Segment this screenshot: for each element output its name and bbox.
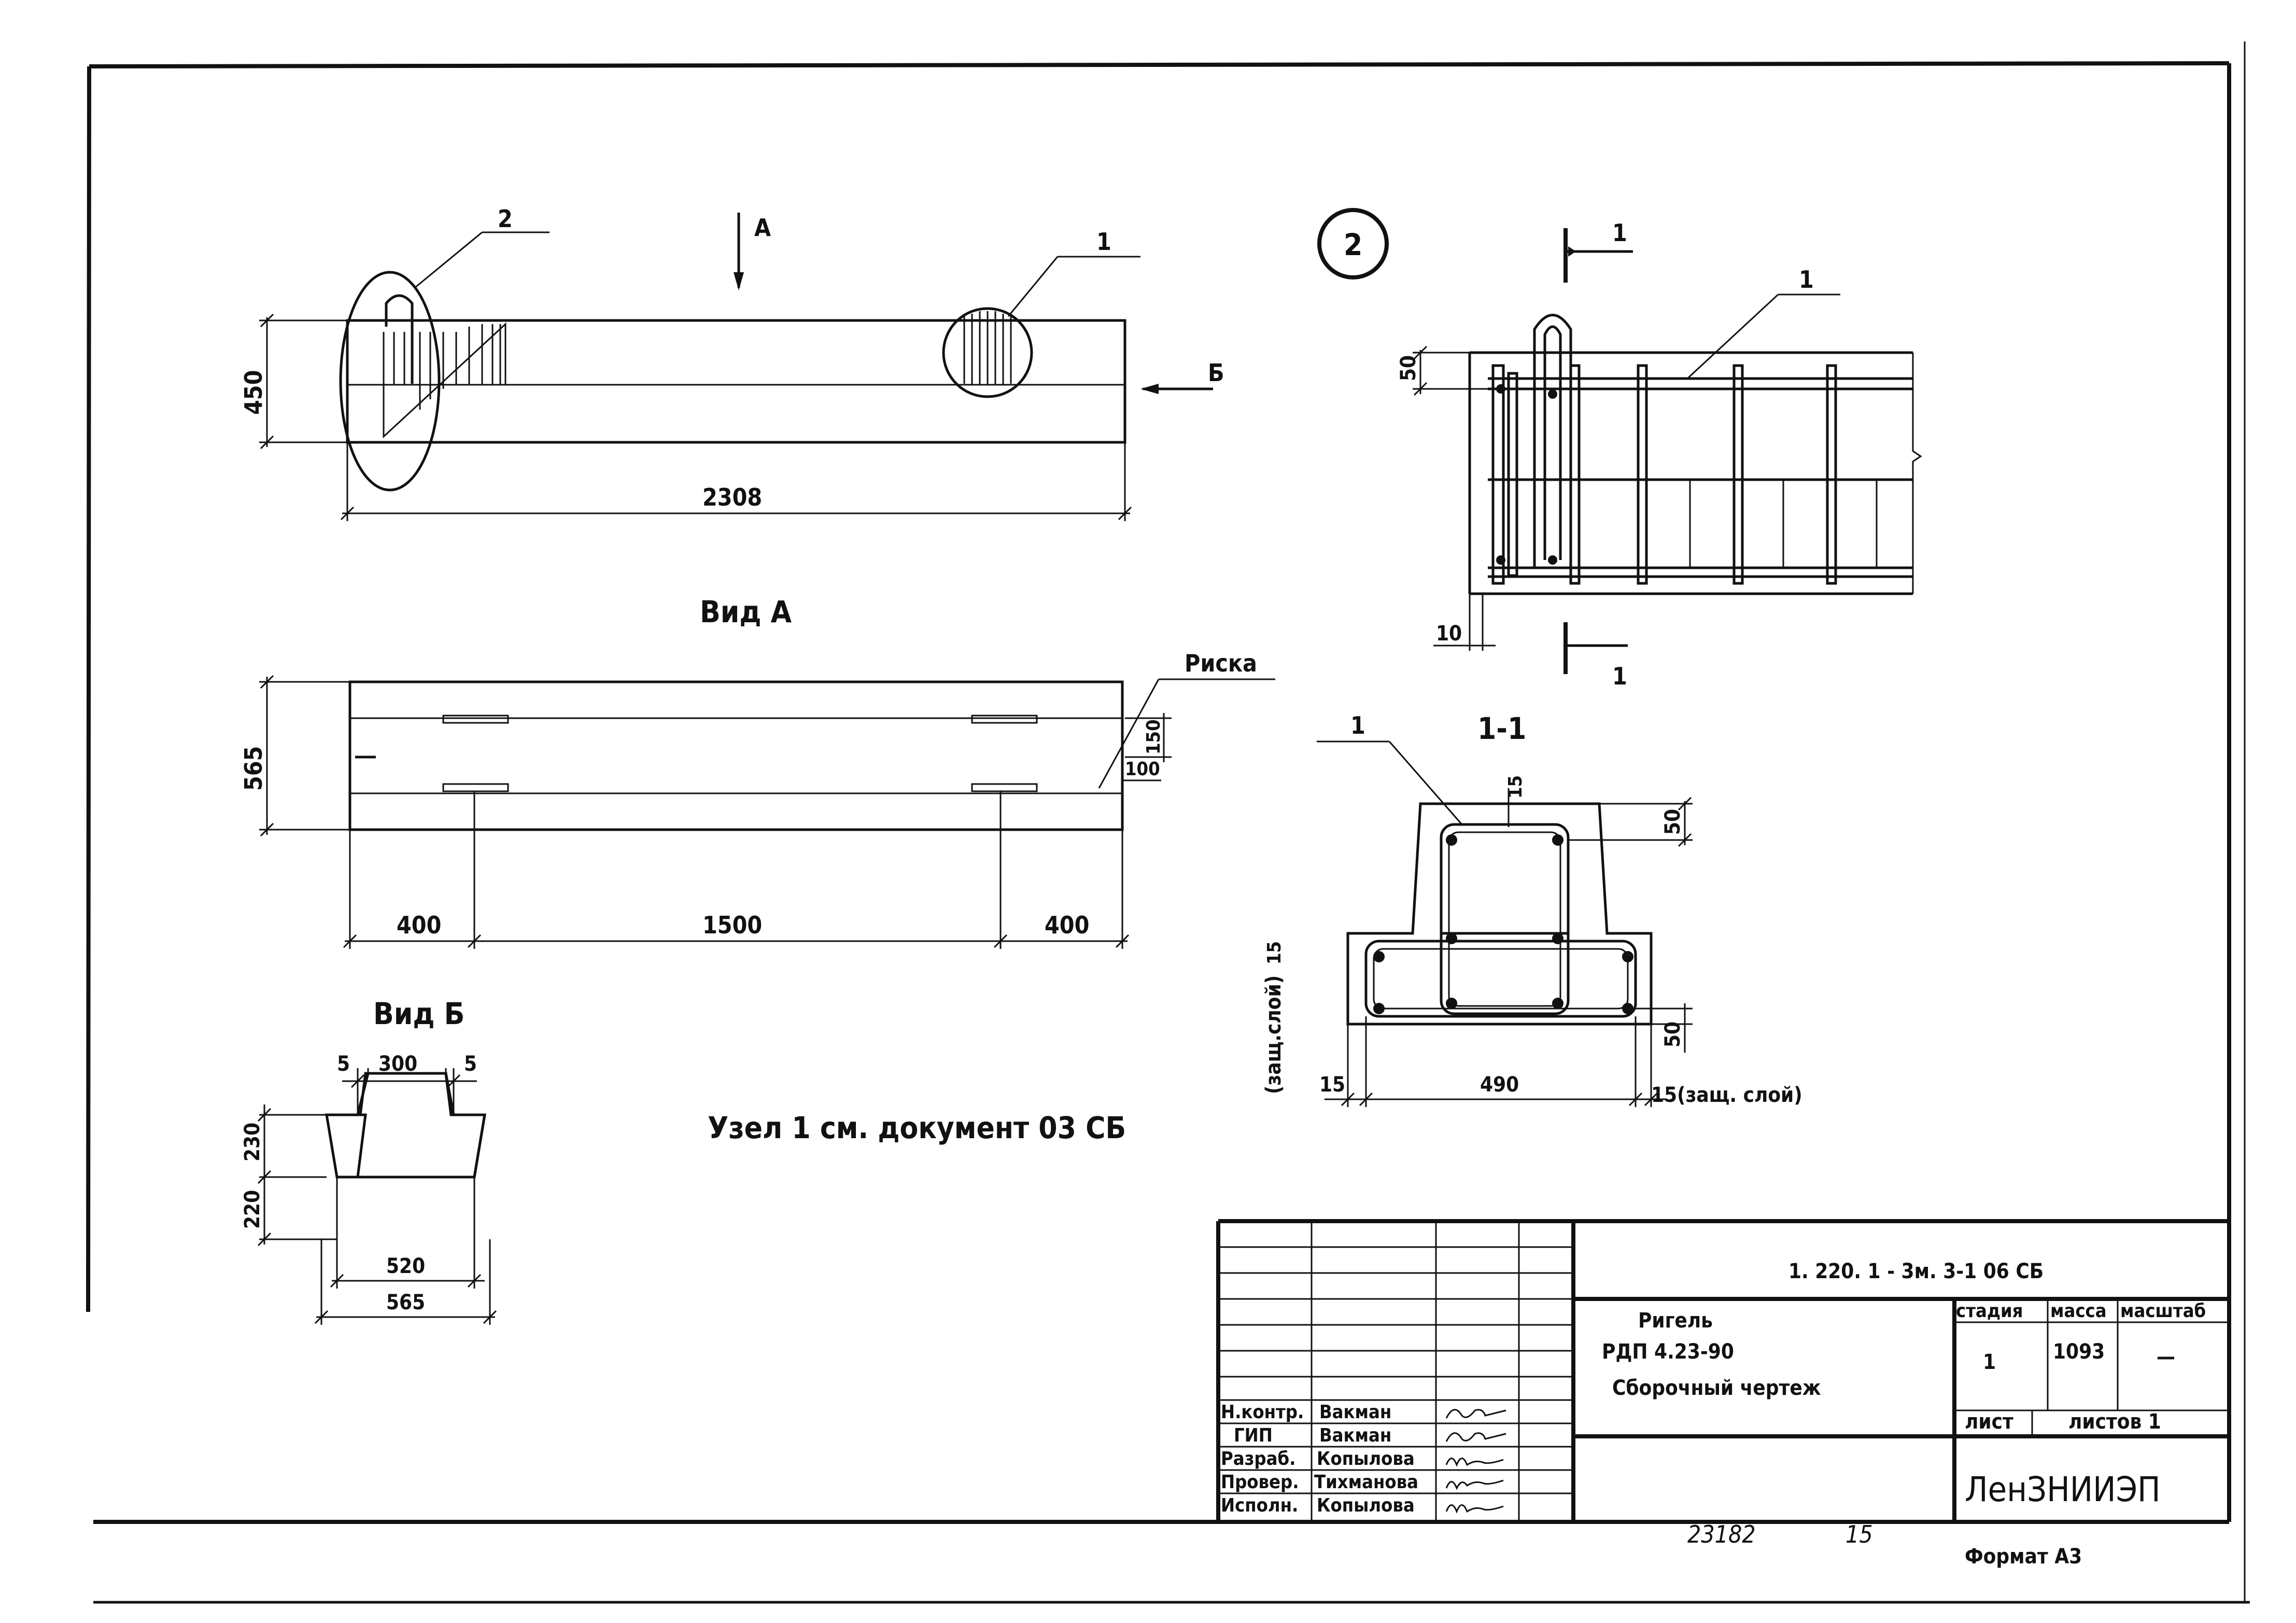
col-stage: стадия — [1956, 1300, 2023, 1322]
dim-400-right: 400 — [1045, 911, 1089, 939]
dim-490: 490 — [1480, 1073, 1519, 1097]
node-note: Узел 1 см. документ 03 СБ — [708, 1110, 1126, 1145]
dim-230: 230 — [241, 1123, 264, 1162]
main-view: 2 1 A Б 450 2308 — [240, 205, 1224, 521]
signatures — [1445, 1409, 1506, 1514]
section-leader-1: 1 — [1350, 711, 1365, 739]
name-1: Вакман — [1319, 1402, 1391, 1423]
dim-5-left: 5 — [337, 1052, 350, 1076]
arrow-b-label: Б — [1208, 359, 1224, 387]
dim-150: 150 — [1143, 719, 1164, 754]
sheets-label: листов 1 — [2068, 1410, 2161, 1434]
dim-50-top: 50 — [1661, 809, 1685, 835]
role-3: Разраб. — [1221, 1448, 1295, 1470]
section-mark-bottom: 1 — [1612, 662, 1627, 690]
footer-page: 15 — [1846, 1520, 1873, 1548]
stage-value: 1 — [1983, 1350, 1996, 1374]
footer: 23182 15 Формат А3 — [1687, 1520, 2082, 1569]
riska-label: Риска — [1185, 649, 1257, 677]
dim-100: 100 — [1125, 759, 1160, 780]
section-mark-top: 1 — [1612, 219, 1627, 247]
dim-50-bottom: 50 — [1661, 1022, 1685, 1047]
cover-label-right: (защ. слой) — [1677, 1083, 1802, 1107]
view-b: Вид Б 5 300 5 230 220 520 — [241, 996, 497, 1325]
detail-2-circle-label: 2 — [1344, 227, 1362, 262]
view-b-title: Вид Б — [373, 996, 464, 1031]
dim-15-right: 15 — [1651, 1083, 1677, 1107]
detail-2: 2 1 1 1 — [1317, 208, 1922, 690]
arrow-a-label: A — [754, 214, 771, 242]
role-5: Исполн. — [1221, 1495, 1298, 1516]
leader-2-label: 2 — [498, 205, 513, 233]
dim-400-left: 400 — [397, 911, 441, 939]
dim-5-right: 5 — [464, 1052, 477, 1076]
col-mass: масса — [2050, 1300, 2107, 1322]
name-2: Вакман — [1319, 1425, 1391, 1446]
dim-15-cover-vert: 15 — [1264, 941, 1285, 964]
role-4: Провер. — [1221, 1472, 1299, 1493]
name-3: Копылова — [1317, 1448, 1415, 1470]
scale-value: — — [2157, 1345, 2175, 1369]
name-5: Копылова — [1317, 1495, 1415, 1516]
dim-2308: 2308 — [702, 483, 762, 511]
doc-code: 1. 220. 1 - 3м. 3-1 06 СБ — [1788, 1260, 2044, 1283]
title-name-line1: Ригель — [1638, 1309, 1713, 1333]
role-2: ГИП — [1234, 1425, 1273, 1446]
leader-1-label: 1 — [1096, 228, 1111, 256]
section-1-1: 1-1 1 15 50 50 15 — [1262, 711, 1802, 1107]
role-1: Н.контр. — [1221, 1402, 1304, 1423]
dim-300: 300 — [378, 1052, 417, 1076]
sheet-frame — [86, 41, 2250, 1604]
section-1-1-title: 1-1 — [1477, 711, 1526, 746]
view-a-title: Вид А — [700, 594, 792, 629]
sheet-label: лист — [1965, 1410, 2013, 1434]
name-4: Тихманова — [1314, 1472, 1418, 1493]
mass-value: 1093 — [2053, 1340, 2105, 1364]
dim-220: 220 — [241, 1190, 264, 1229]
dim-450: 450 — [240, 370, 267, 415]
hatching-right — [963, 311, 1012, 385]
detail-2-dim-50: 50 — [1397, 355, 1420, 381]
dim-1500: 1500 — [702, 911, 762, 939]
footer-format: Формат А3 — [1965, 1545, 2082, 1569]
cover-label-vert: (защ.слой) — [1262, 975, 1286, 1094]
detail-2-leader-1: 1 — [1799, 265, 1814, 293]
dim-565: 565 — [240, 746, 267, 791]
hatching-left — [393, 324, 501, 410]
title-name-line2: РДП 4.23-90 — [1602, 1340, 1734, 1364]
title-block: 1. 220. 1 - 3м. 3-1 06 СБ Ригель РДП 4.2… — [1216, 1219, 2229, 1522]
title-name-line3: Сборочный чертеж — [1612, 1376, 1821, 1400]
dim-565-b: 565 — [386, 1291, 425, 1314]
dim-520: 520 — [386, 1254, 425, 1278]
footer-number: 23182 — [1687, 1520, 1756, 1548]
dim-15-left: 15 — [1319, 1073, 1345, 1097]
col-scale: масштаб — [2120, 1300, 2206, 1322]
organization: ЛенЗНИИЭП — [1965, 1470, 2161, 1509]
detail-2-dim-10: 10 — [1436, 622, 1462, 646]
dim-15-top: 15 — [1505, 775, 1526, 799]
view-a: Вид А Риска 150 100 565 4 — [240, 594, 1275, 949]
